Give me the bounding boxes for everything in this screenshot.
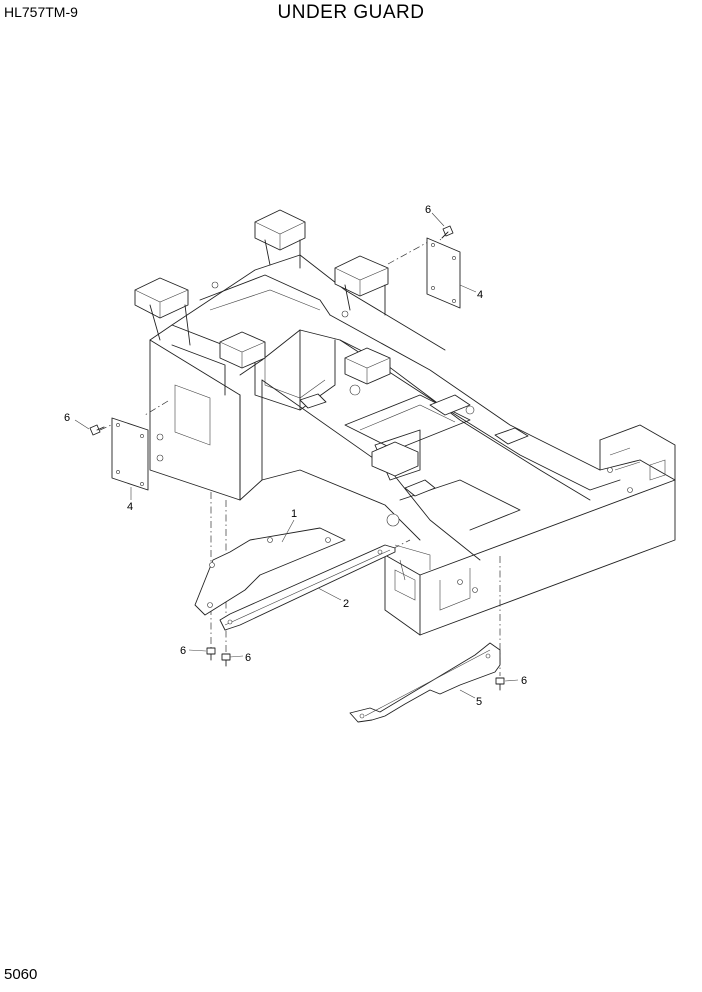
- callout-1: 1: [291, 508, 297, 520]
- part-6-bolt-top: [441, 225, 454, 239]
- rear-frame: [134, 209, 676, 636]
- part-4-cover-left: [111, 417, 149, 491]
- callouts: 1 2 4 4 5 6 6 6 6 6: [64, 204, 527, 708]
- callout-6-bottom-a: 6: [180, 645, 186, 657]
- callout-2: 2: [343, 598, 349, 610]
- page-title: UNDER GUARD: [277, 2, 425, 23]
- page-number: 5060: [4, 966, 38, 983]
- callout-6-top: 6: [425, 204, 431, 216]
- part-5-rear-guard: [349, 642, 501, 723]
- callout-6-bottom-b: 6: [245, 652, 251, 664]
- part-4-cover-right: [426, 237, 461, 309]
- part-6-bolt-rear: [495, 677, 505, 691]
- part-6-bolt-bottom-b: [221, 653, 231, 667]
- part-1-under-guard: [194, 527, 346, 616]
- part-2-guard-strip: [219, 544, 396, 631]
- callout-6-left: 6: [64, 412, 70, 424]
- leader-lines: [74, 212, 519, 699]
- part-6-bolt-left: [89, 424, 105, 436]
- model-code: HL757TM-9: [4, 4, 78, 20]
- callout-5: 5: [476, 696, 482, 708]
- callout-4-left: 4: [127, 501, 133, 513]
- part-6-bolt-bottom-a: [206, 647, 216, 661]
- callout-6-rear: 6: [521, 675, 527, 687]
- callout-4-right: 4: [477, 289, 483, 301]
